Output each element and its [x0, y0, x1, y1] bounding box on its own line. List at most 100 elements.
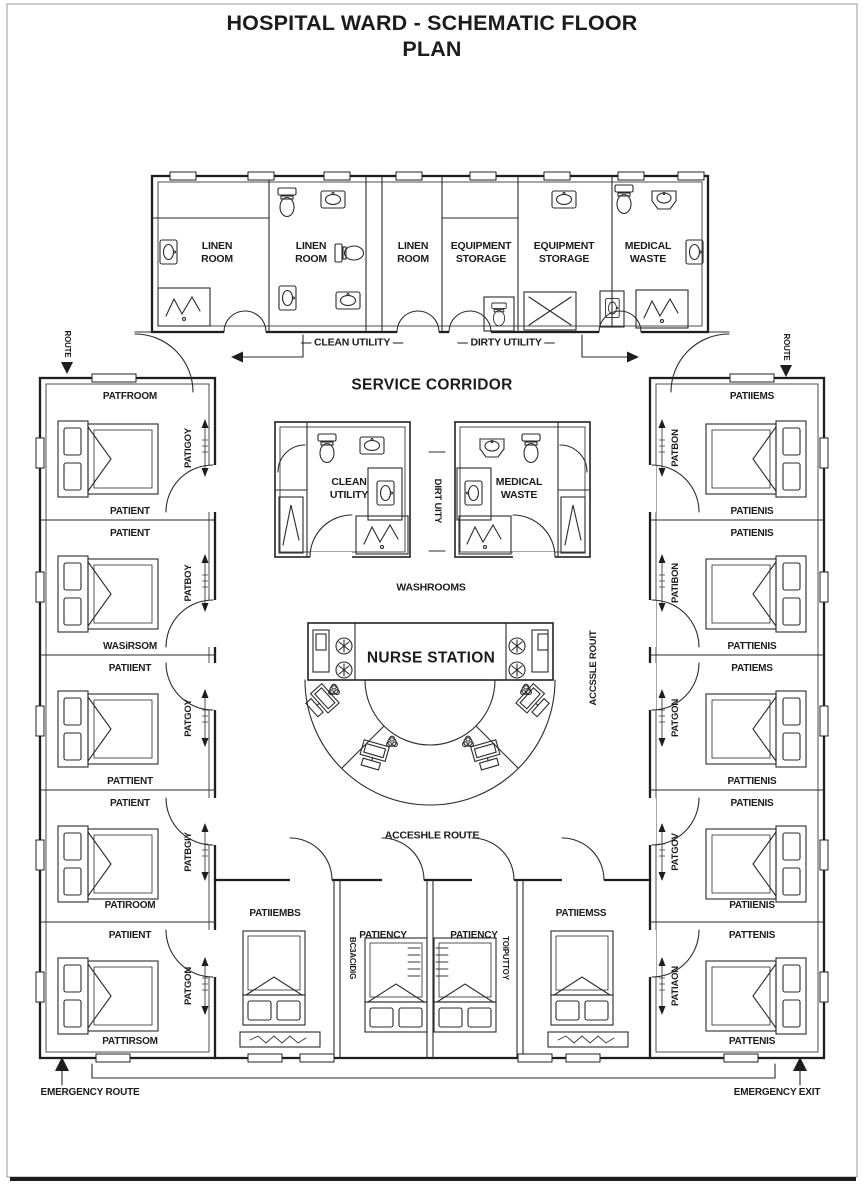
bed-icon: [57, 957, 159, 1035]
patient-room-l5-side-label: PATGON: [183, 966, 195, 1006]
bed-icon: [242, 930, 306, 1026]
sink-icon: [464, 480, 483, 506]
bed-icon: [705, 420, 807, 498]
patient-room-r2-bottom-label: PATTIENIS: [727, 640, 777, 652]
accessible-route-label: ACCESHLE ROUTE: [384, 829, 480, 842]
sink-icon: [320, 190, 346, 209]
page-title: HOSPITAL WARD - SCHEMATIC FLOOR PLAN: [226, 10, 638, 61]
patient-room-l4-bottom-label: PATIROOM: [104, 899, 156, 911]
sink-icon: [159, 239, 178, 265]
room-label-equipment-1: EQUIPMENT STORAGE: [450, 240, 512, 265]
patient-room-r1-bottom-label: PATIENIS: [730, 505, 774, 517]
bed-icon: [57, 690, 159, 768]
sink-icon: [551, 190, 577, 209]
medical-waste-room-label: MEDICAL WASTE: [495, 476, 543, 501]
dirty-utility-vertical-label: DIRT UITY: [431, 478, 443, 524]
room-label-linen-2: LINEN ROOM: [295, 240, 327, 265]
patient-room-r3-bottom-label: PATTIENIS: [727, 775, 777, 787]
emergency-route-label: EMERGENCY ROUTE: [40, 1086, 140, 1098]
bed-icon: [705, 957, 807, 1035]
patient-room-r4-top-label: PATIENIS: [730, 797, 774, 809]
patient-room-r2-top-label: PATIENIS: [730, 527, 774, 539]
sink-icon: [479, 438, 505, 458]
arrowheads: [55, 351, 807, 1071]
clean-utility-room-label: CLEAN UTILITY: [329, 476, 369, 501]
patient-room-r5-side-label: PATIAON: [670, 966, 682, 1006]
accessible-route-vertical-label: ACCSSLE ROUIT: [588, 630, 600, 706]
bed-icon: [705, 555, 807, 633]
toilet-icon: [334, 243, 365, 263]
bed-icon: [364, 937, 428, 1033]
workstation-icon: [515, 683, 553, 721]
room-label-equipment-2: EQUIPMENT STORAGE: [533, 240, 595, 265]
patient-room-l5-top-label: PATIIENT: [108, 929, 152, 941]
route-marker-left: ROUTE: [62, 330, 72, 358]
patient-room-l2-bottom-label: WASiRSOM: [103, 640, 157, 652]
patient-room-r4-bottom-label: PATIIENIS: [729, 899, 775, 911]
shower-icon: [635, 289, 689, 329]
bed-icon: [57, 555, 159, 633]
workstation-icon: [356, 739, 390, 772]
toilet-icon: [521, 433, 541, 464]
room-label-medical-waste-top: MEDICAL WASTE: [624, 240, 672, 265]
window-ticks: [35, 171, 829, 1063]
washrooms-label: WASHROOMS: [396, 581, 466, 594]
chair-icon: [508, 661, 526, 679]
sink-icon: [278, 285, 297, 311]
patient-room-r1-top-label: PATIIEMS: [729, 390, 775, 402]
nurse-station-label: NURSE STATION: [366, 649, 496, 667]
patient-room-r5-top-label: PATTENIS: [728, 929, 776, 941]
fixtures: [151, 184, 704, 555]
bed-icon: [550, 930, 614, 1026]
route-marker-right: ROUTE: [781, 333, 791, 361]
patient-room-l2-top-label: PATIENT: [110, 527, 150, 539]
equipment-table-icon: [523, 291, 577, 331]
shower-icon: [355, 515, 409, 555]
shower-icon: [458, 515, 512, 555]
workstation-icon: [470, 739, 504, 772]
service-corridor-label: SERVICE CORRIDOR: [351, 376, 513, 394]
patient-room-l3-side-label: PATGOY: [183, 699, 195, 737]
dirty-utility-arrow-icon: [627, 351, 639, 363]
patient-room-r5-bottom-label: PATTENIS: [728, 1035, 776, 1047]
patient-room-r1-side-label: PATBON: [670, 429, 682, 467]
door-gaps: [208, 327, 656, 977]
patient-room-l3-top-label: PATIIENT: [108, 662, 152, 674]
patient-room-l2-side-label: PATBOY: [183, 564, 195, 602]
patient-room-l3-bottom-label: PATTIENT: [107, 775, 153, 787]
patient-room-b3-side-label: TOIPUTTOY: [500, 936, 510, 980]
patient-room-b2-side-label: BC3ACIDIG: [347, 936, 357, 980]
shower-icon: [157, 287, 211, 327]
patient-room-r2-side-label: PATIBON: [670, 563, 682, 603]
bed-icon: [705, 690, 807, 768]
patient-room-b3-label: PATIENCY: [450, 929, 498, 941]
plant-icon: [462, 735, 474, 748]
patient-room-b1-label: PATIIEMBS: [249, 907, 301, 919]
toilet-icon: [277, 187, 297, 218]
patient-room-l1-side-label: PATIGOY: [183, 428, 195, 468]
corridor-arrow-lines: [61, 334, 801, 1086]
sink-icon: [359, 436, 385, 455]
bed-icon: [705, 825, 807, 903]
interior-walls: [39, 175, 825, 1059]
room-label-linen-3: LINEN ROOM: [397, 240, 429, 265]
patient-room-l4-side-label: PATBGIY: [183, 832, 195, 872]
patient-room-l1-top-label: PATFROOM: [102, 390, 158, 402]
sink-icon: [376, 480, 395, 506]
sink-icon: [651, 190, 677, 210]
dirty-utility-flow-label: — DIRTY UTILITY —: [457, 336, 555, 349]
chair-icon: [335, 661, 353, 679]
toilet-icon: [491, 302, 507, 327]
patient-room-l1-bottom-label: PATIENT: [110, 505, 150, 517]
chair-icon: [508, 637, 526, 655]
sink-icon: [685, 239, 704, 265]
room-label-linen-1: LINEN ROOM: [201, 240, 233, 265]
clean-utility-flow-label: — CLEAN UTILITY —: [301, 336, 403, 349]
bed-icon: [57, 420, 159, 498]
emergency-exit-arrow-icon: [793, 1057, 807, 1071]
route-left-arrow-icon: [61, 362, 73, 374]
patient-room-r3-side-label: PATGON: [670, 698, 682, 738]
patient-room-l4-top-label: PATIENT: [110, 797, 150, 809]
bed-icon: [57, 825, 159, 903]
